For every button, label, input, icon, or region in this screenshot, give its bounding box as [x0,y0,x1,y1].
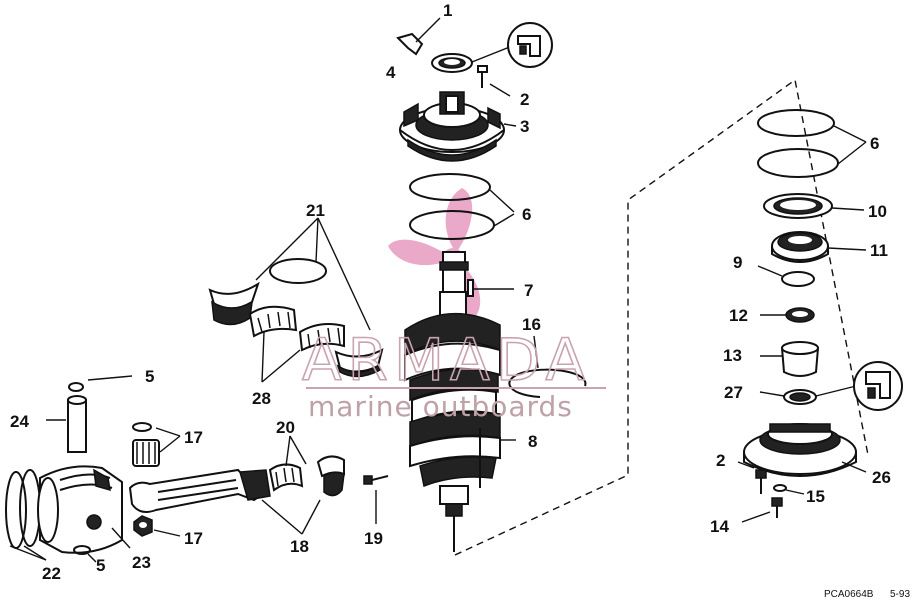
callout-15: 15 [806,487,825,506]
part-key [467,279,514,297]
callout-28: 28 [252,389,271,408]
part-screw-lower [737,461,767,494]
part-retaining-ring [508,335,587,398]
callout-16: 16 [522,315,541,334]
callout-2-lower: 2 [716,451,725,470]
callout-21: 21 [306,201,325,220]
callout-6-center: 6 [522,205,531,224]
figure-code: PCA0664B [824,589,874,600]
part-seal [431,53,473,73]
part-rod-bearing-cages [268,435,345,497]
part-small-bearings [132,422,181,537]
part-crankshaft [404,251,516,552]
callout-10: 10 [868,202,887,221]
part-bearing-cup [760,341,820,377]
part-bearing-halves [208,217,384,378]
callout-3: 3 [520,117,529,136]
figure-page: 5-93 [890,589,910,600]
callout-9: 9 [733,253,742,272]
part-upper-bearing-housing [399,91,517,162]
part-needle-bearing-cages [248,305,345,383]
callout-1: 1 [443,1,452,20]
seal-detail-callout-right [815,361,903,411]
callout-20: 20 [276,418,295,437]
part-piston-assembly [5,375,133,563]
part-ball-bearing [771,231,867,263]
callout-5-lower: 5 [96,556,105,575]
callout-26: 26 [872,468,891,487]
callout-13: 13 [723,346,742,365]
part-lower-bearing-housing [743,423,867,477]
callout-17-lower: 17 [184,529,203,548]
part-snap-ring [757,265,815,287]
callout-8: 8 [528,432,537,451]
part-o-rings-right [757,109,867,178]
callout-11: 11 [870,241,888,260]
part-screw-rod [363,475,389,524]
callout-12: 12 [729,306,748,325]
part-screw-bottom [741,497,783,523]
callout-19: 19 [364,529,383,548]
part-retainer-plate [763,193,865,219]
part-seal-right [760,307,815,323]
part-clip [396,17,441,56]
part-washer-lower [773,484,805,495]
callout-5-upper: 5 [145,367,154,386]
part-connecting-rod [128,468,321,535]
callout-22: 22 [42,564,61,583]
callout-23: 23 [132,553,151,572]
seal-detail-callout [471,22,553,68]
callout-17-upper: 17 [184,428,203,447]
watermark-brand: ARMADA [302,326,591,394]
callout-2-top: 2 [520,90,529,109]
part-screw-top [477,65,511,97]
callout-6-right: 6 [870,134,879,153]
callout-7: 7 [524,281,533,300]
watermark-tagline: marine outboards [308,390,573,423]
callout-14: 14 [710,517,729,536]
callout-18: 18 [290,537,309,556]
callout-27: 27 [724,383,743,402]
part-seal-lower [759,389,817,405]
part-o-rings-center [409,173,515,240]
callout-24: 24 [10,412,29,431]
callout-4: 4 [386,63,396,82]
